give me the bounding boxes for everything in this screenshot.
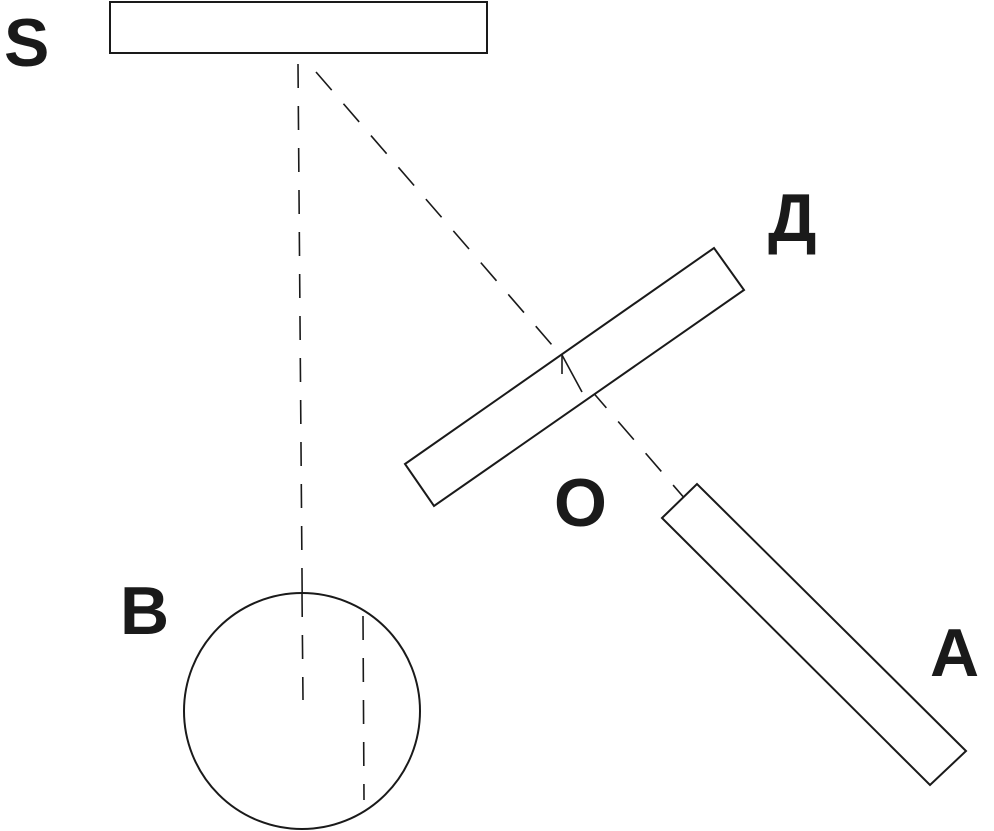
- ray-s-to-b: [297, 63, 304, 701]
- plate-a: [660, 482, 968, 787]
- label-d: Д: [768, 180, 816, 256]
- plate-s: [109, 1, 488, 54]
- circle-b: [183, 592, 421, 830]
- label-b: B: [120, 573, 169, 649]
- ray-through-plate-d: [561, 354, 583, 393]
- label-a: A: [930, 615, 979, 691]
- label-s: S: [4, 5, 49, 81]
- label-o: O: [554, 465, 607, 541]
- ray-s-to-o: [315, 71, 687, 501]
- ray-inside-circle-right: [362, 615, 365, 801]
- ray-inside-circle-left: [301, 592, 304, 701]
